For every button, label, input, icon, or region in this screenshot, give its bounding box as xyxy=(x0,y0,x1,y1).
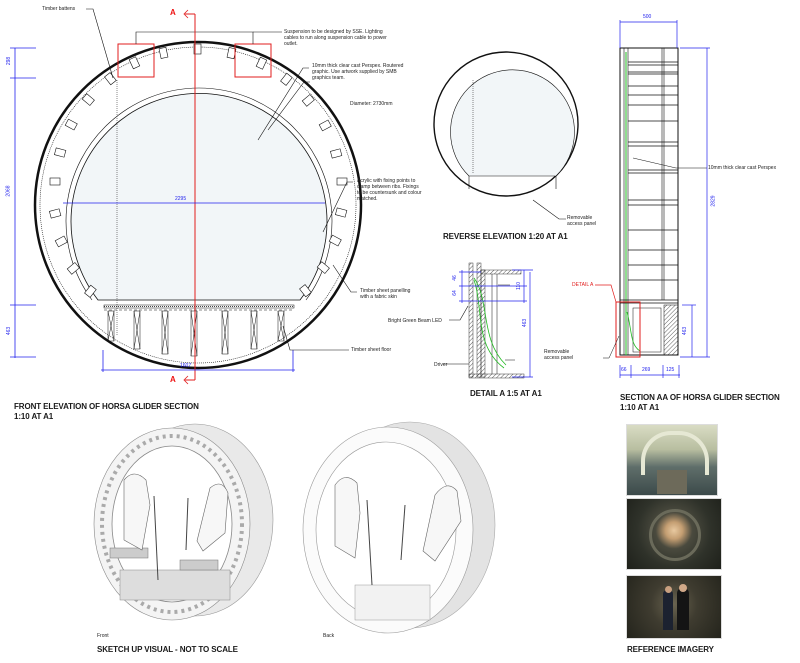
sketchup-title: SKETCH UP VISUAL - NOT TO SCALE xyxy=(97,645,238,654)
floor-note: Timber sheet floor xyxy=(351,347,392,353)
dim-500: 500 xyxy=(643,14,652,20)
dim-463: 463 xyxy=(522,318,529,328)
timber-battens-label: Timber battens xyxy=(42,6,76,12)
section-perspex-note: 10mm thick clear cast Perspex xyxy=(708,165,777,171)
dim-46: 46 xyxy=(451,275,458,281)
section-marker-a-bottom: A xyxy=(170,375,176,384)
dim-2829: 2829 xyxy=(710,195,717,207)
dim-width: 2295 xyxy=(175,196,187,202)
front-elevation xyxy=(10,8,363,385)
section-aa-title: SECTION AA OF HORSA GLIDER SECTION 1:10 … xyxy=(620,393,780,412)
detail-a-title: DETAIL A 1:5 AT A1 xyxy=(470,389,542,398)
dim-110: 110 xyxy=(515,282,522,290)
panelling-note: Timber sheet panelling with a fabric ski… xyxy=(360,288,411,300)
dim-463-section: 463 xyxy=(682,326,689,336)
reference-image-visitors xyxy=(626,575,722,639)
section-aa-drawing xyxy=(595,20,710,378)
front-label: Front xyxy=(97,633,109,639)
dim-269: 269 xyxy=(642,367,651,373)
diameter-note: Diameter: 2730mm xyxy=(350,101,393,107)
dim-64: 64 xyxy=(451,290,458,296)
perspex-note: 10mm thick clear cast Perspex. Routered … xyxy=(312,63,404,81)
led-note: Bright Green Beam LED xyxy=(388,318,442,324)
reference-title: REFERENCE IMAGERY xyxy=(627,645,714,654)
dim-bottom: 463 xyxy=(6,326,13,336)
sketchup-front-visual xyxy=(93,423,274,621)
driver-note: Driver xyxy=(434,362,448,368)
acrylic-note: Acrylic with fixing points to clamp betw… xyxy=(357,178,422,202)
dim-66: 66 xyxy=(621,367,627,373)
detail-a-drawing xyxy=(443,262,533,379)
back-label: Back xyxy=(323,633,335,639)
section-marker-a-top: A xyxy=(170,8,176,17)
reference-image-cabin xyxy=(626,424,718,496)
suspension-note: Suspension to be designed by SSE. Lighti… xyxy=(284,29,387,47)
dim-top: 298 xyxy=(6,56,13,66)
dim-floor-width: 1607 xyxy=(180,363,192,369)
detail-a-callout: DETAIL A xyxy=(572,282,594,288)
reverse-elevation-title: REVERSE ELEVATION 1:20 AT A1 xyxy=(443,232,568,241)
dim-middle: 2068 xyxy=(5,185,12,197)
sketchup-back-visual xyxy=(302,421,496,634)
reverse-elevation xyxy=(433,51,579,220)
reverse-access-panel-note: Removable access panel xyxy=(567,215,597,227)
dim-125: 125 xyxy=(666,367,675,373)
front-elevation-title: FRONT ELEVATION OF HORSA GLIDER SECTION … xyxy=(14,402,199,421)
reference-image-fuselage xyxy=(626,498,722,570)
detail-access-panel-note: Removable access panel xyxy=(544,349,574,361)
